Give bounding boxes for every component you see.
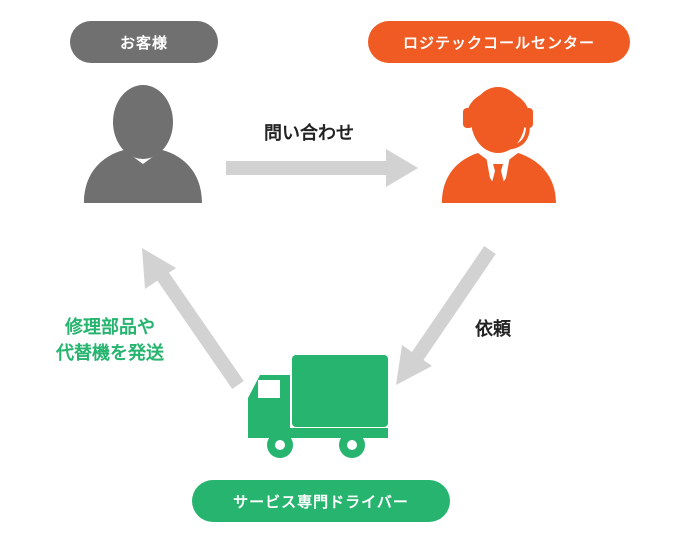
operator-headset-icon bbox=[442, 87, 556, 203]
arrow-send bbox=[142, 248, 244, 389]
request-label: 依頼 bbox=[475, 319, 511, 340]
call-center-label: ロジテックコールセンター bbox=[402, 33, 595, 52]
driver-badge: サービス専門ドライバー bbox=[192, 480, 450, 522]
send-label-line2: 代替機を発送 bbox=[56, 343, 164, 364]
driver-label: サービス専門ドライバー bbox=[233, 492, 409, 511]
customer-label: お客様 bbox=[119, 33, 168, 52]
send-label-line1: 修理部品や bbox=[65, 317, 155, 338]
truck-icon bbox=[248, 355, 388, 458]
arrow-request bbox=[396, 246, 496, 385]
send-label: 修理部品や 代替機を発送 bbox=[40, 315, 180, 367]
inquiry-label: 問い合わせ bbox=[264, 123, 354, 144]
call-center-badge: ロジテックコールセンター bbox=[368, 21, 630, 63]
customer-badge: お客様 bbox=[70, 21, 218, 63]
arrow-inquiry bbox=[226, 149, 418, 187]
person-icon bbox=[84, 85, 202, 203]
